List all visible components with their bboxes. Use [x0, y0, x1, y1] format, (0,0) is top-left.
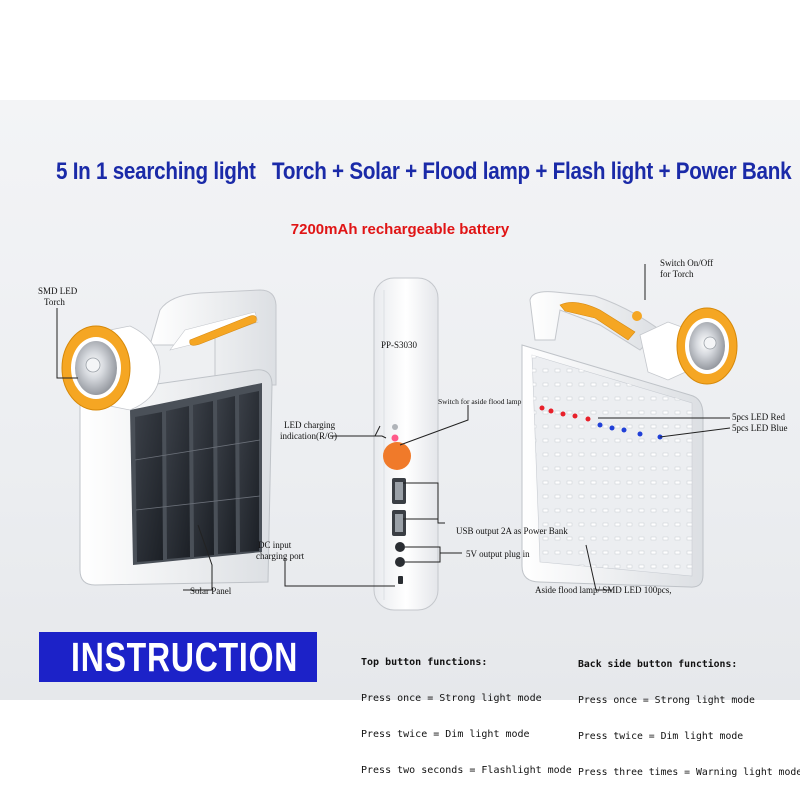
dc-input-port [398, 576, 403, 584]
output-5v-port-1 [395, 542, 405, 552]
label-aside-flood: Aside flood lamp/ SMD LED 100pcs, [535, 585, 672, 595]
back-function-line: Press twice = Dim light mode [578, 731, 744, 742]
instruction-banner: INSTRUCTION [39, 632, 317, 682]
output-5v-port-2 [395, 557, 405, 567]
label-led-red: 5pcs LED Red [732, 412, 785, 422]
solar-panel-cells [134, 391, 261, 562]
battery-subtitle: 7200mAh rechargeable battery [290, 221, 510, 238]
blue-leds [597, 422, 663, 440]
top-function-line: Press two seconds = Flashlight mode [361, 765, 572, 776]
label-solar-panel: Solar Panel [190, 586, 232, 596]
instruction-banner-text: INSTRUCTION [71, 634, 299, 680]
label-led-charging-line2: indication(R/G) [280, 431, 337, 441]
label-led-charging: LED charging indication(R/G) [280, 420, 337, 442]
torch-head [61, 325, 161, 411]
back-functions-heading: Back side button functions: [578, 659, 738, 670]
led-indicator-bottom [391, 434, 399, 442]
page-title: 5 In 1 searching light Torch + Solar + F… [56, 158, 792, 185]
back-button-functions: Back side button functions: Press once =… [578, 635, 800, 791]
label-smd-led-torch-line2: Torch [44, 297, 65, 307]
aside-lamp-switch [383, 442, 411, 470]
label-switch-torch-line2: for Torch [660, 269, 694, 279]
side-device [373, 277, 439, 611]
led-indicator-top [392, 424, 398, 430]
label-smd-led-torch: SMD LED Torch [38, 286, 77, 308]
label-led-charging-line1: LED charging [284, 420, 336, 430]
torch-switch [632, 311, 642, 321]
callout-lines [56, 264, 731, 591]
label-switch-aside: Switch for aside flood lamp [438, 397, 522, 406]
red-leds [539, 405, 591, 422]
back-function-line: Press once = Strong light mode [578, 695, 755, 706]
label-led-blue: 5pcs LED Blue [732, 423, 788, 433]
label-switch-torch: Switch On/Off for Torch [660, 258, 713, 280]
back-function-line: Press three times = Warning light mode [578, 767, 800, 778]
back-device [521, 291, 738, 588]
label-model: PP-S3030 [381, 340, 418, 350]
top-functions-heading: Top button functions: [361, 657, 488, 668]
label-dc-input: DC input charging port [256, 540, 304, 562]
label-smd-led-torch-line1: SMD LED [38, 286, 78, 296]
label-switch-torch-line1: Switch On/Off [660, 258, 714, 268]
label-dc-input-line1: DC input [258, 540, 292, 550]
label-5v-output: 5V output plug in [466, 549, 530, 559]
top-function-line: Press twice = Dim light mode [361, 729, 530, 740]
label-usb-output: USB output 2A as Power Bank [456, 526, 568, 536]
back-torch-head [639, 307, 738, 385]
top-button-functions: Top button functions: Press once = Stron… [361, 633, 572, 789]
front-device [61, 289, 277, 586]
top-function-line: Press once = Strong light mode [361, 693, 542, 704]
label-dc-input-line2: charging port [256, 551, 305, 561]
